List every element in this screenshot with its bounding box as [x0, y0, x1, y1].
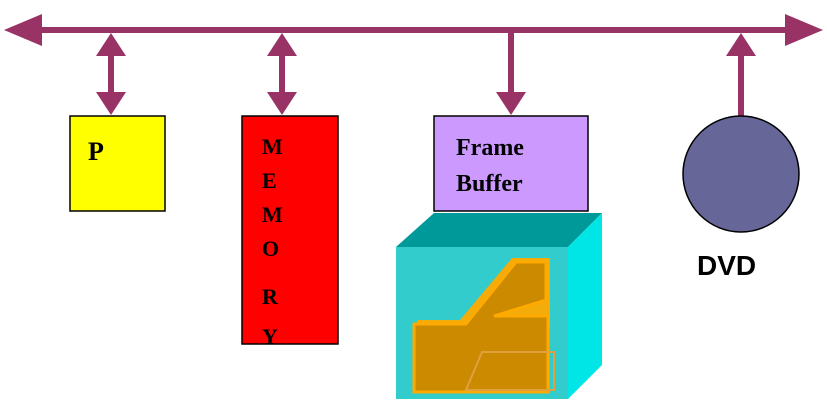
memory-letter: M	[262, 202, 283, 227]
processor-block: P	[69, 115, 166, 212]
processor-box	[69, 115, 166, 212]
memory-letter: O	[262, 236, 279, 261]
memory-block: M E M O R Y	[241, 115, 339, 349]
bus-arrow-left	[4, 14, 42, 46]
processor-label: P	[88, 137, 104, 166]
frame-buffer-connector	[496, 30, 526, 115]
processor-connector	[96, 33, 126, 115]
dvd-label: DVD	[697, 250, 756, 281]
memory-letter: E	[262, 168, 277, 193]
bus-arrow-right	[785, 14, 823, 46]
monitor-icon	[396, 213, 602, 399]
memory-letter: R	[262, 284, 279, 309]
frame-buffer-label-line1: Frame	[456, 135, 524, 161]
memory-box	[241, 115, 339, 345]
memory-letter: Y	[262, 324, 278, 349]
dvd-disc	[682, 115, 800, 233]
monitor-shape	[412, 260, 550, 394]
dvd-block: DVD	[682, 115, 800, 281]
system-bus	[4, 14, 823, 46]
frame-buffer-box	[433, 115, 589, 212]
memory-connector	[267, 33, 297, 115]
frame-buffer-block: Frame Buffer	[433, 115, 589, 212]
frame-buffer-label-line2: Buffer	[456, 171, 523, 197]
memory-letter: M	[262, 134, 283, 159]
monitor-shape-inner	[464, 351, 555, 391]
monitor-side	[568, 213, 602, 399]
monitor-top	[396, 213, 602, 247]
